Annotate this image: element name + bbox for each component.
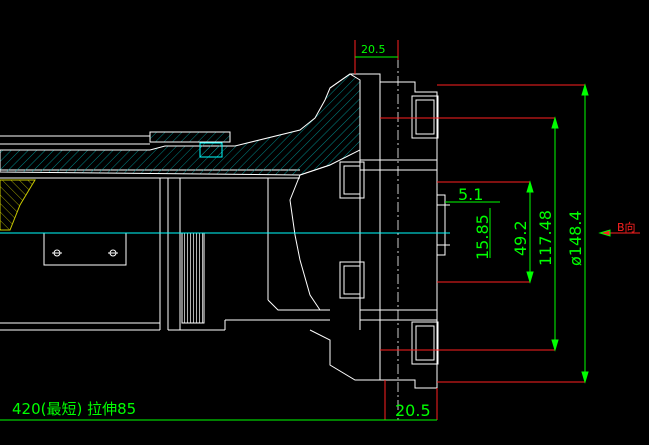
- dim-49-2: 49.2: [511, 220, 530, 256]
- dim-bottom-20-5: 20.5: [395, 401, 431, 420]
- dimension-lines: [0, 56, 640, 421]
- dim-5-1: 5.1: [458, 185, 483, 204]
- screw-holes: [43, 232, 127, 266]
- bolt-heads: [339, 95, 450, 365]
- dim-15-85: 15.85: [473, 214, 492, 260]
- dim-148-4: ø148.4: [566, 210, 585, 266]
- dim-top-20-5: 20.5: [361, 43, 386, 56]
- knurled-nut: [181, 232, 205, 324]
- length-note: 420(最短) 拉伸85: [12, 400, 136, 418]
- view-label: B向: [617, 220, 636, 234]
- dim-117-48: 117.48: [536, 210, 555, 266]
- leader-lines: [354, 40, 585, 420]
